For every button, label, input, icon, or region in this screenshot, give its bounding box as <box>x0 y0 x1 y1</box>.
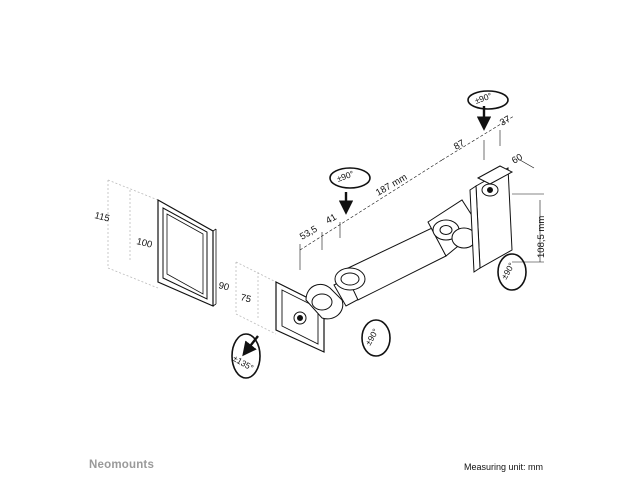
dim-seg-a: 53,5 <box>298 224 320 243</box>
unit-note: Measuring unit: mm <box>464 462 544 472</box>
dim-seg-d: 37 <box>498 114 513 129</box>
rot-top-left-label: ±90° <box>335 168 355 183</box>
dim-plate-outer-height: 115 <box>93 210 110 224</box>
dim-plate-inner-height: 100 <box>135 236 153 251</box>
vesa-plate-large <box>107 179 217 307</box>
dim-wall-height: 108,5 mm <box>536 216 547 258</box>
vesa-plate-small <box>235 261 325 353</box>
dim-arm-length: 187 mm <box>374 172 409 199</box>
dim-wall-depth: 60 <box>510 152 525 167</box>
rot-right-label: ±90° <box>499 261 516 281</box>
dim-small-plate-outer: 90 <box>217 280 230 293</box>
dim-small-plate-inner: 75 <box>239 292 252 305</box>
brand-logo-text: Neomounts <box>89 459 155 471</box>
dim-seg-b: 41 <box>324 212 339 227</box>
rot-left-label: ±90° <box>363 327 380 347</box>
arm-assembly <box>305 165 514 320</box>
dimension-lines <box>299 115 544 270</box>
rotation-indicators <box>231 90 527 379</box>
dim-seg-c: 87 <box>452 138 467 153</box>
